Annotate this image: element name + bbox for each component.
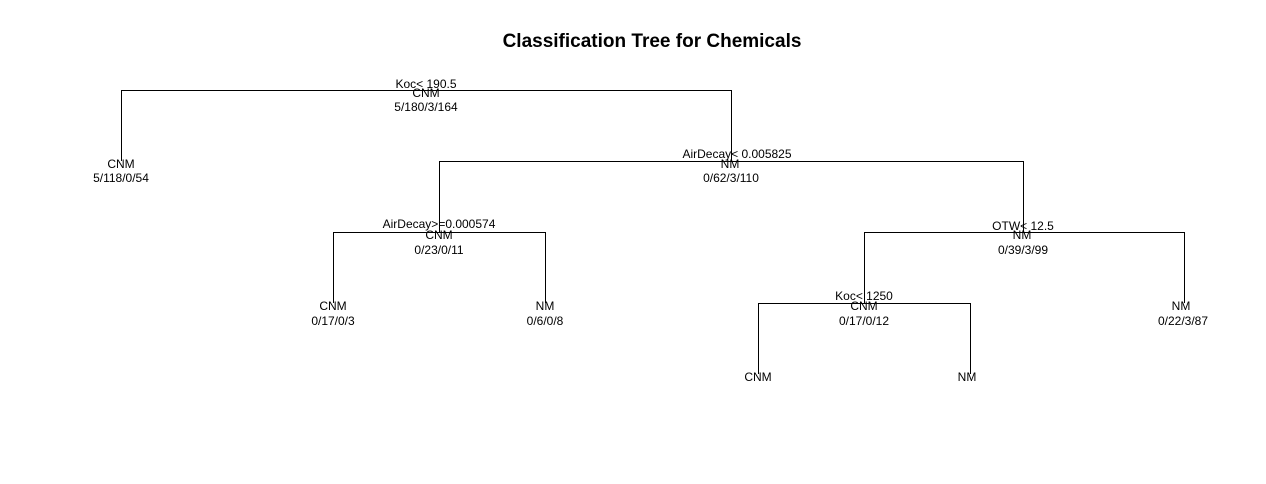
node-class-rlr: NM bbox=[536, 299, 555, 313]
node-counts-rr: 0/39/3/99 bbox=[998, 243, 1048, 257]
node-counts-rll: 0/17/0/3 bbox=[311, 314, 355, 328]
node-counts-rl: 0/23/0/11 bbox=[414, 243, 463, 257]
split-labels: Koc< 190.5 AirDecay< 0.005825 AirDecay>=… bbox=[383, 77, 1055, 303]
edge-airdecay-1 bbox=[439, 161, 1024, 232]
node-counts-rrl: 0/17/0/12 bbox=[839, 314, 889, 328]
split-label-airdecay-1: AirDecay< 0.005825 bbox=[682, 147, 791, 161]
edge-koc-2 bbox=[758, 303, 971, 374]
diagram-title: Classification Tree for Chemicals bbox=[503, 31, 802, 52]
node-class-rll: CNM bbox=[319, 299, 346, 313]
edge-airdecay-2 bbox=[333, 232, 546, 303]
node-counts-r: 0/62/3/110 bbox=[703, 171, 759, 185]
node-class-labels: CNM CNM NM CNM NM CNM NM CNM NM CNM NM bbox=[107, 86, 1190, 384]
node-class-rr: NM bbox=[1013, 228, 1032, 242]
node-class-r: NM bbox=[721, 157, 740, 171]
split-label-otw: OTW< 12.5 bbox=[992, 219, 1054, 233]
edge-root bbox=[121, 90, 732, 161]
node-counts-rrr: 0/22/3/87 bbox=[1158, 314, 1208, 328]
tree-edges bbox=[121, 90, 1185, 374]
node-class-rrll: CNM bbox=[744, 370, 771, 384]
node-counts-root: 5/180/3/164 bbox=[394, 100, 458, 114]
node-count-labels: 5/180/3/164 5/118/0/54 0/62/3/110 0/23/0… bbox=[93, 100, 1208, 328]
node-class-rrlr: NM bbox=[958, 370, 977, 384]
node-class-rrr: NM bbox=[1172, 299, 1191, 313]
split-label-root: Koc< 190.5 bbox=[395, 77, 456, 91]
node-class-l: CNM bbox=[107, 157, 134, 171]
node-class-rrl: CNM bbox=[850, 299, 877, 313]
node-counts-rlr: 0/6/0/8 bbox=[527, 314, 564, 328]
split-label-koc-2: Koc< 1250 bbox=[835, 289, 893, 303]
node-class-rl: CNM bbox=[425, 228, 452, 242]
node-counts-l: 5/118/0/54 bbox=[93, 171, 149, 185]
edge-otw bbox=[864, 232, 1185, 303]
split-label-airdecay-2: AirDecay>=0.000574 bbox=[383, 217, 496, 231]
node-class-root: CNM bbox=[412, 86, 439, 100]
